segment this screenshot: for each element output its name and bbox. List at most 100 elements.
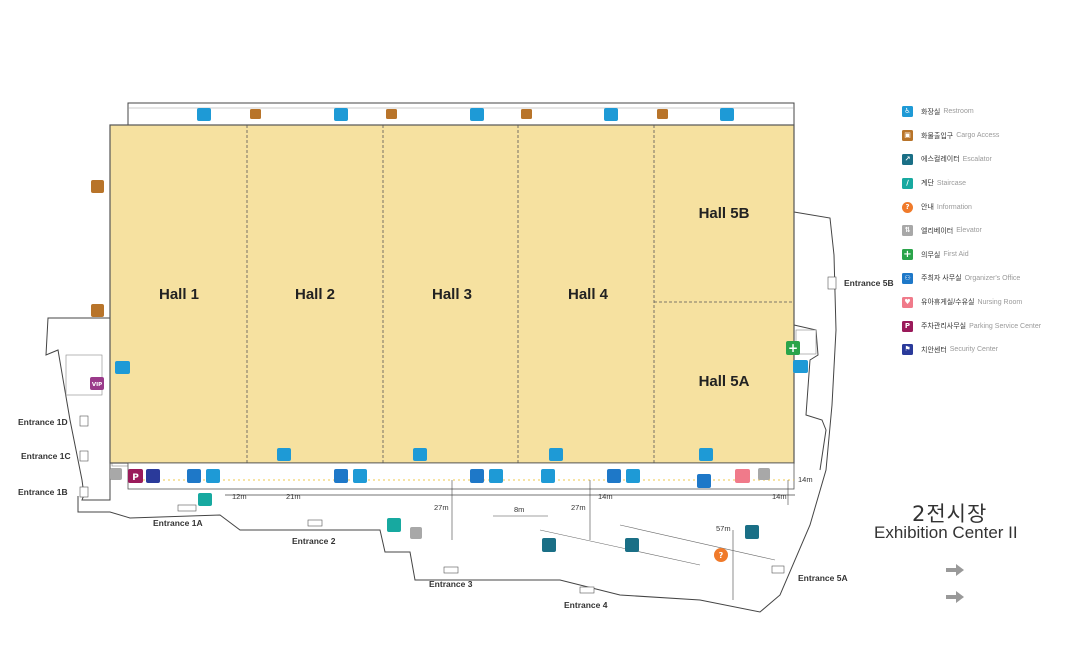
hall-5a-label: Hall 5A — [699, 373, 750, 390]
dimension-14m-far: 14m — [798, 475, 813, 484]
entrance-1b-label: Entrance 1B — [18, 487, 68, 497]
restroom-icon — [413, 448, 427, 461]
elevator-icon — [410, 527, 422, 539]
staircase-icon — [198, 493, 212, 506]
legend-item-en: Information — [936, 203, 972, 211]
cargo-icon — [657, 109, 668, 119]
dimension-57m: 57m — [716, 524, 731, 533]
dimension-14m-left: 14m — [598, 492, 613, 501]
restroom-icon — [549, 448, 563, 461]
elevator-icon: ⇅ — [902, 225, 913, 237]
organizer-office-icon: ⚇ — [902, 272, 913, 284]
restroom-icon — [541, 469, 555, 483]
first-aid-icon — [786, 341, 800, 355]
legend-item-ko: 화물출입구 — [921, 132, 954, 140]
legend-item-ko: 치안센터 — [921, 346, 947, 354]
vip-badge-label: VIP — [92, 382, 102, 388]
dimension-12m: 12m — [232, 492, 247, 501]
entrance-1a-label: Entrance 1A — [153, 518, 203, 528]
cargo-icon: ▣ — [902, 130, 913, 142]
cargo-icon — [91, 180, 104, 193]
restroom-icon — [699, 448, 713, 461]
legend-item-organizer-office: ⚇ 주최자 사무실 Organizer's Office — [902, 267, 1067, 291]
legend-item-en: First Aid — [943, 251, 969, 259]
parking-service-icon: P — [902, 320, 913, 332]
restroom-icon — [334, 108, 348, 121]
map-icons: VIP + P ? — [90, 108, 808, 562]
legend-item-first-aid: + 의무실 First Aid — [902, 243, 1067, 267]
legend-item-ko: 주최자 사무실 — [921, 275, 962, 283]
staircase-icon: ∕ — [902, 177, 913, 189]
vip-badge — [90, 377, 104, 390]
legend-item-en: Security Center — [949, 346, 999, 354]
nursing-room-icon: ♥ — [902, 296, 913, 308]
elevator-icon — [758, 468, 770, 480]
restroom-icon — [115, 361, 130, 374]
restroom-icon — [720, 108, 734, 121]
legend-item-en: Nursing Room — [977, 298, 1023, 306]
dimension-lines — [451, 480, 789, 600]
next-arrow-icon[interactable] — [946, 564, 964, 576]
entrance-5a-label: Entrance 5A — [798, 573, 848, 583]
restroom-icon — [604, 108, 618, 121]
legend-item-escalator: ↗ 에스컬레이터 Escalator — [902, 148, 1067, 172]
organizer-office-icon — [187, 469, 201, 483]
legend-item-cargo: ▣ 화물출입구 Cargo Access — [902, 124, 1067, 148]
escalator-icon — [542, 538, 556, 552]
entrance-2-label: Entrance 2 — [292, 536, 336, 546]
elevator-icon — [110, 468, 122, 480]
entrance-4-label: Entrance 4 — [564, 600, 608, 610]
dimension-14m-right: 14m — [772, 492, 787, 501]
parking-service-icon — [128, 469, 143, 483]
security-center-icon — [146, 469, 160, 483]
legend-item-ko: 주차관리사무실 — [921, 323, 967, 331]
legend-item-ko: 계단 — [921, 180, 934, 188]
door-markers — [79, 276, 837, 594]
information-icon — [714, 548, 728, 562]
hall-1-label: Hall 1 — [159, 286, 199, 303]
cargo-icon — [386, 109, 397, 119]
next-arrow-icon[interactable] — [946, 591, 964, 603]
organizer-office-icon — [697, 474, 711, 488]
hall-5b-label: Hall 5B — [699, 205, 750, 222]
entrance-1c-label: Entrance 1C — [21, 451, 71, 461]
hall-3-label: Hall 3 — [432, 286, 472, 303]
restroom-icon — [793, 360, 808, 373]
organizer-office-icon — [607, 469, 621, 483]
legend-item-ko: 의무실 — [921, 251, 941, 259]
dimension-8m: 8m — [514, 505, 524, 514]
organizer-office-icon — [334, 469, 348, 483]
legend-item-en: Organizer's Office — [964, 274, 1021, 282]
dimension-27m-left: 27m — [434, 503, 449, 512]
map-title-korean: 2전시장 — [912, 502, 988, 526]
information-glyph-icon: ? — [719, 551, 724, 560]
entrance-5b-label: Entrance 5B — [844, 278, 894, 288]
restroom-icon — [353, 469, 367, 483]
legend-item-elevator: ⇅ 엘리베이터 Elevator — [902, 219, 1067, 243]
legend-item-en: Cargo Access — [956, 132, 1000, 140]
legend-item-nursing-room: ♥ 유아휴게실/수유실 Nursing Room — [902, 290, 1067, 314]
escalator-icon — [625, 538, 639, 552]
restroom-icon — [489, 469, 503, 483]
nursing-room-icon — [735, 469, 750, 483]
legend-item-ko: 에스컬레이터 — [921, 156, 960, 164]
legend-item-en: Staircase — [936, 179, 967, 187]
legend-item-parking-service: P 주차관리사무실 Parking Service Center — [902, 314, 1067, 338]
organizer-office-icon — [470, 469, 484, 483]
restroom-icon — [470, 108, 484, 121]
staircase-icon — [387, 518, 401, 532]
hall-2-label: Hall 2 — [295, 286, 335, 303]
map-title-english: Exhibition Center II — [874, 523, 1018, 542]
hall-4-label: Hall 4 — [568, 286, 609, 303]
legend-item-en: Elevator — [956, 227, 982, 235]
legend-item-information: ? 안내 Information — [902, 195, 1067, 219]
security-center-icon: ⚑ — [902, 344, 913, 356]
first-aid-icon: + — [902, 249, 913, 261]
legend-item-security-center: ⚑ 치안센터 Security Center — [902, 338, 1067, 362]
legend-item-en: Restroom — [943, 108, 974, 116]
information-icon: ? — [902, 201, 913, 213]
cargo-icon — [521, 109, 532, 119]
escalator-icon: ↗ — [902, 153, 913, 165]
dimension-27m-right: 27m — [571, 503, 586, 512]
